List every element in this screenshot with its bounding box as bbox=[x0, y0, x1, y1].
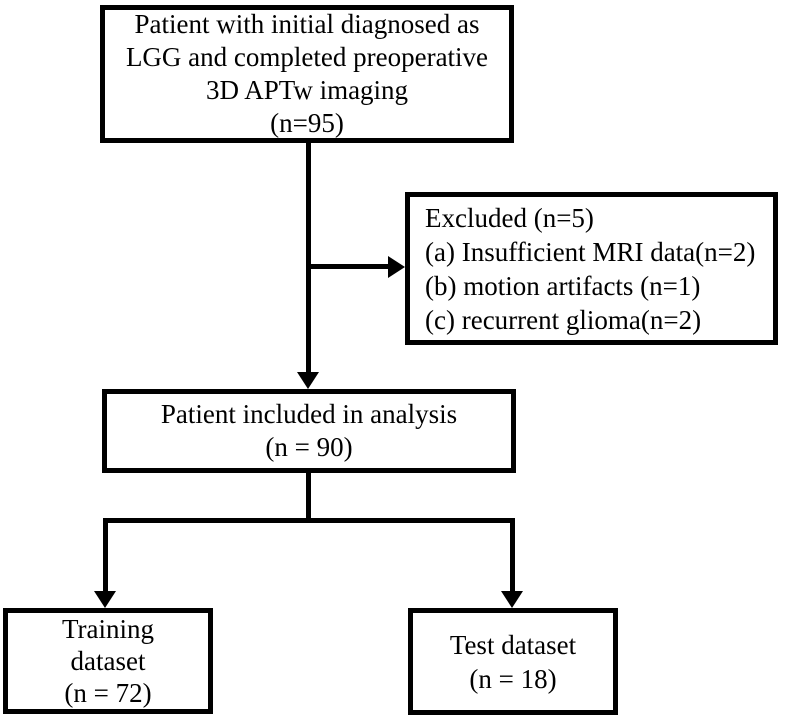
box-included-analysis: Patient included in analysis (n = 90) bbox=[102, 389, 516, 473]
arrowhead-down-to-training bbox=[94, 591, 116, 608]
box-initial-cohort: Patient with initial diagnosed as LGG an… bbox=[100, 5, 514, 143]
box-initial-line-3: 3D APTw imaging bbox=[205, 75, 409, 105]
box-excluded-reason-b: (b) motion artifacts (n=1) bbox=[425, 270, 701, 301]
box-included-line-1: Patient included in analysis bbox=[160, 399, 458, 429]
connector-branch-to-excluded bbox=[309, 264, 388, 269]
box-training-line-1: Training bbox=[61, 614, 155, 644]
connector-left-branch bbox=[103, 518, 108, 591]
box-test-dataset: Test dataset (n = 18) bbox=[408, 608, 618, 715]
box-test-count: (n = 18) bbox=[469, 663, 557, 694]
box-training-dataset: Training dataset (n = 72) bbox=[3, 608, 213, 714]
box-excluded-reason-a: (a) Insufficient MRI data(n=2) bbox=[425, 236, 756, 267]
connector-right-branch bbox=[510, 518, 515, 591]
box-training-count: (n = 72) bbox=[64, 678, 152, 708]
box-initial-count: (n=95) bbox=[270, 108, 344, 138]
box-included-count: (n = 90) bbox=[265, 432, 353, 462]
box-excluded-reason-c: (c) recurrent glioma(n=2) bbox=[425, 304, 702, 335]
box-excluded-title: Excluded (n=5) bbox=[425, 202, 594, 233]
box-training-line-2: dataset bbox=[70, 646, 146, 676]
box-test-line-1: Test dataset bbox=[449, 629, 577, 660]
arrowhead-down-to-test bbox=[501, 591, 523, 608]
arrowhead-right-to-excluded bbox=[388, 256, 405, 278]
box-excluded: Excluded (n=5) (a) Insufficient MRI data… bbox=[405, 192, 778, 345]
connector-initial-to-included bbox=[306, 143, 311, 372]
arrowhead-down-to-included bbox=[297, 372, 319, 389]
connector-split-horizontal bbox=[103, 518, 515, 523]
connector-included-down-stub bbox=[306, 473, 311, 523]
box-initial-line-1: Patient with initial diagnosed as bbox=[134, 9, 480, 39]
box-initial-line-2: LGG and completed preoperative bbox=[125, 42, 489, 72]
